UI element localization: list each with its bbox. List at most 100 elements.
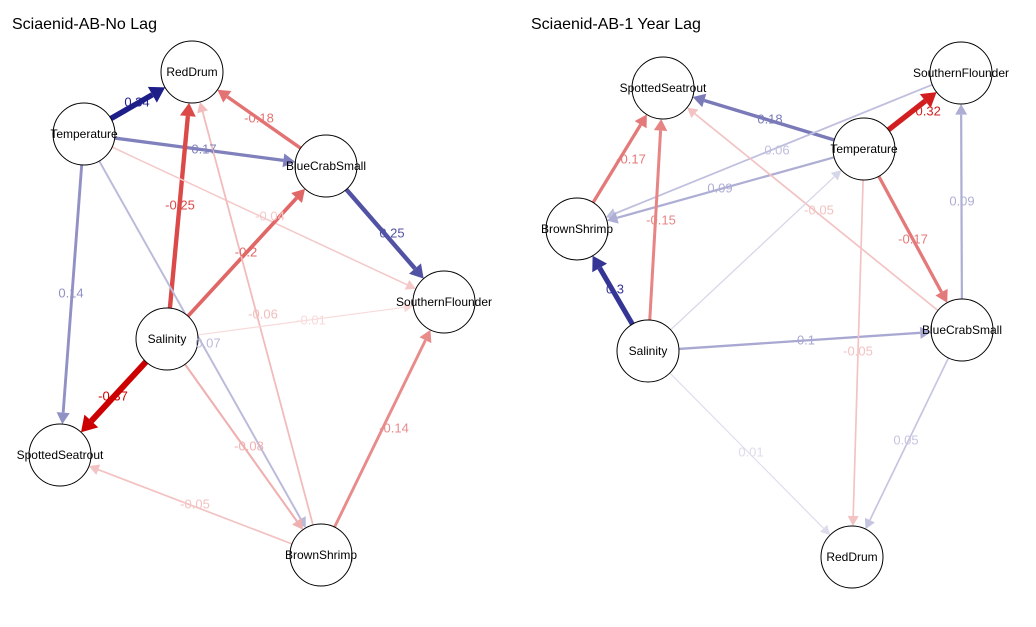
edge-salinity-to-temperature <box>670 176 835 331</box>
edge-temperature-to-blue-crab-small <box>877 175 943 294</box>
node-circle <box>412 270 476 334</box>
node-circle <box>294 134 358 198</box>
edge-label-temperature-to-brown-shrimp: 0.09 <box>707 180 732 195</box>
node-temperature: Temperature <box>50 102 118 166</box>
edge-label-brown-shrimp-to-red-drum: -0.06 <box>248 306 278 321</box>
arrowhead-temperature-to-southern-flounder <box>919 92 937 108</box>
arrowhead-brown-shrimp-to-southern-flounder <box>419 329 432 344</box>
edge-label-blue-crab-small-to-red-drum: 0.05 <box>893 432 918 447</box>
edge-salinity-to-brown-shrimp <box>597 266 635 326</box>
arrowhead-temperature-to-red-drum <box>847 515 859 527</box>
node-label: BlueCrabSmall <box>922 323 1002 337</box>
node-label: BrownShrimp <box>541 222 613 236</box>
edge-salinity-to-spotted-seatrout <box>648 130 663 321</box>
edge-salinity-to-red-drum <box>167 115 191 309</box>
node-label: RedDrum <box>166 65 217 79</box>
edge-temperature-to-southern-flounder <box>886 98 927 132</box>
edge-label-temperature-to-spotted-seatrout: 0.18 <box>757 111 782 126</box>
arrowhead-blue-crab-small-to-southern-flounder <box>409 263 424 279</box>
edges-1-year-lag <box>591 83 968 535</box>
node-label: Salinity <box>148 332 187 346</box>
arrowhead-salinity-to-brown-shrimp <box>592 255 608 273</box>
node-circle <box>545 197 609 261</box>
edge-blue-crab-small-to-southern-flounder <box>960 114 963 300</box>
arrowhead-temperature-to-red-drum <box>147 86 166 103</box>
node-circle <box>631 56 695 120</box>
node-circle <box>930 298 994 362</box>
edge-label-salinity-to-red-drum: 0.01 <box>738 444 763 459</box>
edge-salinity-to-blue-crab-small <box>678 331 921 351</box>
edge-label-temperature-to-southern-flounder: -0.04 <box>255 208 285 223</box>
node-label: Salinity <box>629 344 668 358</box>
edge-label-temperature-to-brown-shrimp: 0.07 <box>195 335 220 350</box>
edge-label-temperature-to-red-drum: -0.05 <box>843 343 873 358</box>
edge-label-salinity-to-spotted-seatrout: -0.15 <box>646 212 676 227</box>
node-spotted-seatrout: SpottedSeatrout <box>17 423 104 487</box>
panel-1-year-lag: Sciaenid-AB-1 Year Lag SpottedSeatroutSo… <box>531 16 1009 589</box>
panel-no-lag: Sciaenid-AB-No Lag RedDrumTemperatureBlu… <box>12 16 492 587</box>
node-label: BlueCrabSmall <box>286 159 366 173</box>
edge-temperature-to-blue-crab-small <box>114 136 284 163</box>
edge-temperature-to-red-drum <box>109 92 154 121</box>
arrowhead-temperature-to-southern-flounder <box>404 279 416 290</box>
arrowhead-blue-crab-small-to-southern-flounder <box>955 103 968 115</box>
nodes-1-year-lag: SpottedSeatroutSouthernFlounderTemperatu… <box>541 41 1009 589</box>
edge-label-temperature-to-southern-flounder: -0.32 <box>911 103 941 118</box>
edge-brown-shrimp-to-southern-flounder <box>333 339 427 528</box>
edge-label-brown-shrimp-to-southern-flounder: -0.14 <box>379 420 409 435</box>
edge-label-temperature-to-spotted-seatrout: 0.14 <box>58 285 83 300</box>
node-red-drum: RedDrum <box>160 40 224 104</box>
edge-brown-shrimp-to-spotted-seatrout <box>97 468 293 545</box>
node-blue-crab-small: BlueCrabSmall <box>922 298 1002 362</box>
edges-no-lag <box>56 86 432 545</box>
node-circle <box>820 525 884 589</box>
node-salinity: Salinity <box>135 307 199 371</box>
edge-salinity-to-brown-shrimp <box>184 363 298 522</box>
arrowhead-blue-crab-small-to-red-drum <box>864 517 875 530</box>
node-circle <box>28 423 92 487</box>
node-spotted-seatrout: SpottedSeatrout <box>620 56 707 120</box>
edge-label-brown-shrimp-to-spotted-seatrout: -0.05 <box>180 496 210 511</box>
edge-blue-crab-small-to-southern-flounder <box>344 187 417 271</box>
edge-label-temperature-to-red-drum: 0.34 <box>124 94 149 109</box>
edge-label-southern-flounder-to-brown-shrimp: 0.06 <box>764 142 789 157</box>
arrowhead-salinity-to-red-drum <box>179 102 196 117</box>
edge-southern-flounder-to-brown-shrimp <box>614 83 933 215</box>
edge-label-blue-crab-small-to-southern-flounder: 0.25 <box>379 225 404 240</box>
node-blue-crab-small: BlueCrabSmall <box>286 134 366 198</box>
node-label: SpottedSeatrout <box>620 81 707 95</box>
arrowhead-temperature-to-spotted-seatrout <box>56 412 70 425</box>
edge-temperature-to-brown-shrimp <box>98 160 302 520</box>
node-label: BrownShrimp <box>285 548 357 562</box>
panel-title-1-year-lag: Sciaenid-AB-1 Year Lag <box>531 16 701 33</box>
edge-salinity-to-red-drum <box>669 372 825 529</box>
edge-label-salinity-to-red-drum: -0.25 <box>165 197 195 212</box>
edge-label-salinity-to-brown-shrimp: 0.3 <box>606 281 624 296</box>
node-southern-flounder: SouthernFlounder <box>396 270 492 334</box>
node-circle <box>616 319 680 383</box>
node-circle <box>52 102 116 166</box>
edge-blue-crab-small-to-red-drum <box>869 357 950 521</box>
node-label: Temperature <box>50 127 118 141</box>
edge-label-salinity-to-blue-crab-small: 0.1 <box>797 332 815 347</box>
node-circle <box>160 40 224 104</box>
arrowhead-salinity-to-brown-shrimp <box>292 517 304 530</box>
node-circle <box>929 41 993 105</box>
node-label: RedDrum <box>826 550 877 564</box>
arrowhead-temperature-to-brown-shrimp <box>606 212 619 224</box>
arrowhead-salinity-to-red-drum <box>820 524 831 535</box>
edge-temperature-to-red-drum <box>852 179 864 517</box>
node-label: Temperature <box>830 142 898 156</box>
arrowhead-blue-crab-small-to-red-drum <box>217 89 232 103</box>
edge-label-blue-crab-small-to-southern-flounder: 0.09 <box>949 193 974 208</box>
edge-labels-no-lag: 0.34-0.180.170.25-0.25-0.04-0.20.14-0.37… <box>58 94 408 511</box>
node-temperature: Temperature <box>830 117 898 181</box>
node-circle <box>289 523 353 587</box>
edge-label-blue-crab-small-to-spotted-seatrout: -0.05 <box>804 202 834 217</box>
node-label: SouthernFlounder <box>396 295 492 309</box>
edge-temperature-to-spotted-seatrout <box>61 164 84 413</box>
edge-label-salinity-to-spotted-seatrout: -0.37 <box>98 388 128 403</box>
edge-label-salinity-to-blue-crab-small: -0.2 <box>235 244 257 259</box>
arrowhead-temperature-to-blue-crab-small <box>935 288 948 303</box>
